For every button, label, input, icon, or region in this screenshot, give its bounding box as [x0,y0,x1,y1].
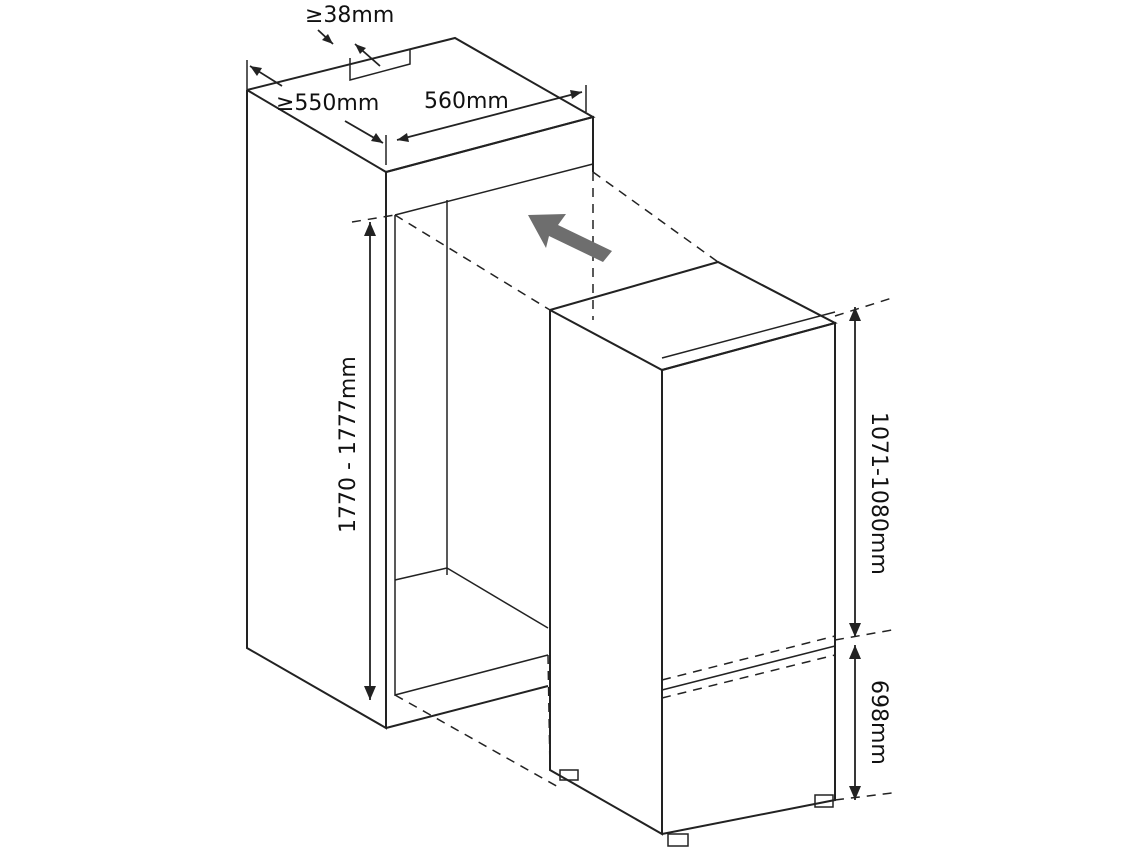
dimension-upper-height: 1071-1080mm [834,297,893,641]
arrow-icon [528,214,612,262]
label-niche-height: 1770 - 1777mm [336,356,361,533]
label-gap-top: ≥38mm [305,3,394,28]
dimension-depth: ≥550mm [246,60,387,165]
label-upper-height: 1071-1080mm [866,412,891,575]
dimension-lower-height: 698mm [834,645,893,801]
dimension-width: 560mm [396,85,587,142]
dimension-niche-height: 1770 - 1777mm [336,214,396,700]
label-depth: ≥550mm [276,91,379,116]
dimension-gap-top: ≥38mm [305,3,394,67]
fridge-appliance [394,171,838,847]
cabinet-niche [246,36,596,730]
label-lower-height: 698mm [866,680,891,765]
label-width: 560mm [424,89,509,114]
